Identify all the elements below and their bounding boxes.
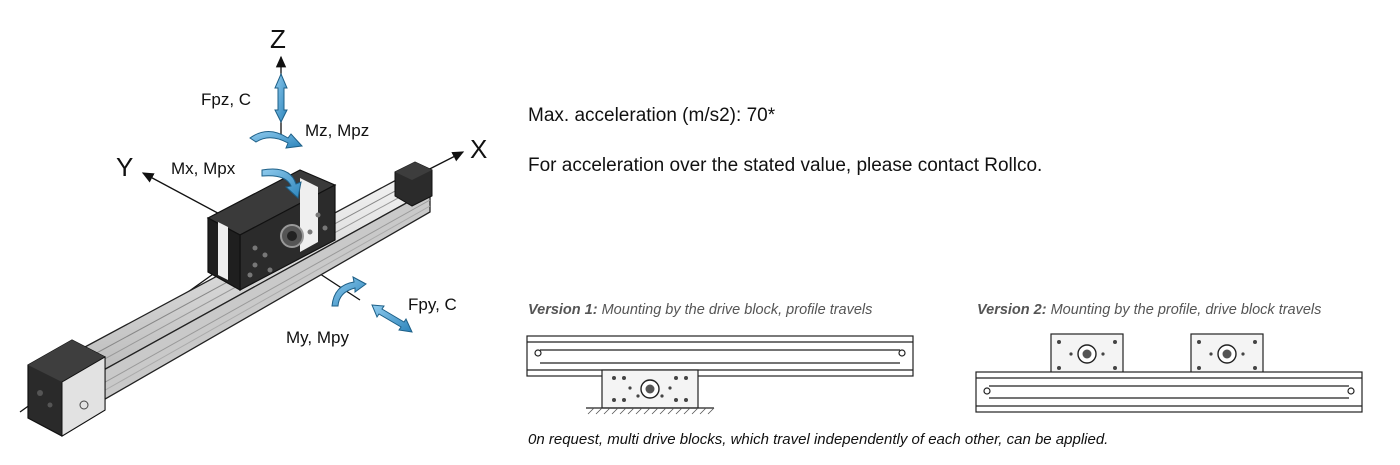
version-1-description: Mounting by the drive block, profile tra… xyxy=(597,302,873,318)
y-axis-label: Y xyxy=(116,152,134,182)
x-axis-label: X xyxy=(470,134,488,164)
version-2-description: Mounting by the profile, drive block tra… xyxy=(1046,302,1322,318)
mx-label: Mx, Mpx xyxy=(171,159,236,178)
version-1-label: Version 1: xyxy=(528,302,598,318)
left-end-cap xyxy=(27,339,106,437)
fpy-label: Fpy, C xyxy=(408,295,457,314)
contact-note-text: For acceleration over the stated value, … xyxy=(528,155,1043,176)
drive-block xyxy=(206,169,337,292)
mz-arrow xyxy=(249,131,304,149)
my-arrow xyxy=(331,276,367,307)
fpz-label: Fpz, C xyxy=(201,90,252,109)
mz-label: Mz, Mpz xyxy=(305,121,370,140)
my-label: My, Mpy xyxy=(286,328,349,347)
version-2-drawing xyxy=(975,333,1363,413)
fpy-arrow xyxy=(371,304,413,333)
z-axis-label: Z xyxy=(270,24,286,54)
max-acceleration-text: Max. acceleration (m/s2): 70* xyxy=(528,105,776,126)
right-end-cap xyxy=(394,161,433,207)
version-2-caption: Version 2: Mounting by the profile, driv… xyxy=(977,302,1321,318)
version-2-label: Version 2: xyxy=(977,302,1047,318)
mx-arrow xyxy=(261,168,302,199)
load-arrows xyxy=(249,72,413,333)
version-1-caption: Version 1: Mounting by the drive block, … xyxy=(528,302,872,318)
multi-drive-footnote: 0n request, multi drive blocks, which tr… xyxy=(528,431,1109,448)
fpz-arrow xyxy=(274,72,288,124)
version-1-drawing xyxy=(526,335,914,415)
actuator-3d-diagram xyxy=(19,55,465,437)
